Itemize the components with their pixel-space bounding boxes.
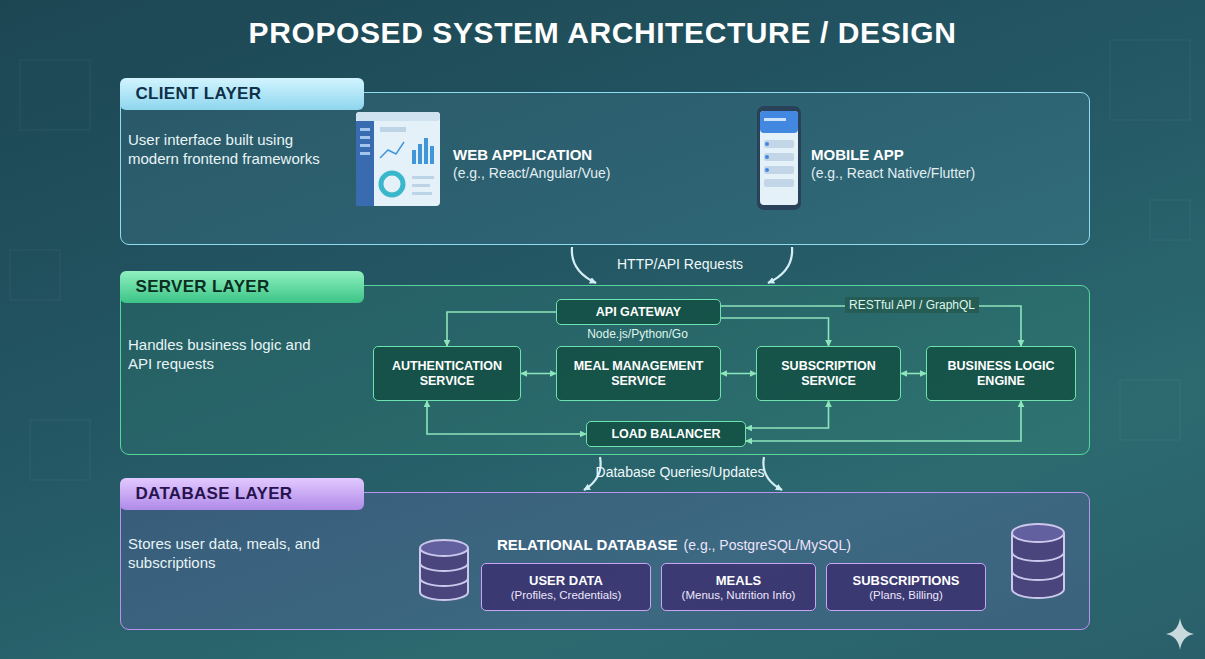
sparkle-mark	[1166, 618, 1194, 650]
box-title: AUTHENTICATION SERVICE	[380, 359, 514, 389]
box-title: MEAL MANAGEMENT SERVICE	[563, 359, 714, 389]
service-box: SUBSCRIPTION SERVICE	[756, 346, 901, 401]
database-heading: RELATIONAL DATABASE	[497, 536, 678, 553]
data-table-box: MEALS(Menus, Nutrition Info)	[661, 563, 816, 611]
box-title: MEALS	[716, 573, 762, 588]
layer-band: DATABASE LAYERStores user data, meals, a…	[120, 492, 1090, 630]
connector-arrow	[763, 457, 782, 490]
box-title: BUSINESS LOGIC ENGINE	[933, 359, 1069, 389]
box-title: API GATEWAY	[596, 305, 681, 320]
box-detail: (Plans, Billing)	[869, 589, 943, 601]
connector-arrow	[768, 247, 792, 283]
diagram-title: PROPOSED SYSTEM ARCHITECTURE / DESIGN	[0, 16, 1205, 50]
layer-title: SERVER LAYER	[120, 271, 364, 303]
database-note: (e.g., PostgreSQL/MySQL)	[684, 537, 851, 553]
box-title: LOAD BALANCER	[611, 427, 720, 442]
runtime-note: Node.js/Python/Go	[555, 327, 720, 341]
connector-label: Database Queries/Updates	[592, 463, 769, 481]
connector-label: HTTP/API Requests	[613, 255, 747, 273]
box-detail: (Profiles, Credentials)	[511, 589, 622, 601]
layer-title: CLIENT LAYER	[120, 78, 364, 110]
data-table-box: SUBSCRIPTIONS(Plans, Billing)	[826, 563, 986, 611]
layer-band: SERVER LAYERHandles business logic and A…	[120, 285, 1090, 455]
service-box: MEAL MANAGEMENT SERVICE	[556, 346, 721, 401]
app-name: WEB APPLICATION	[453, 146, 703, 163]
data-table-box: USER DATA(Profiles, Credentials)	[481, 563, 651, 611]
framework-note: (e.g., React/Angular/Vue)	[453, 165, 703, 181]
box-title: USER DATA	[529, 573, 603, 588]
layer-description: Handles business logic and API requests	[128, 336, 333, 374]
box-detail: (Menus, Nutrition Info)	[682, 589, 796, 601]
service-box: API GATEWAY	[556, 299, 721, 325]
layer-title: DATABASE LAYER	[120, 478, 364, 510]
layer-description: Stores user data, meals, and subscriptio…	[128, 535, 333, 573]
label-row: RELATIONAL DATABASE (e.g., PostgreSQL/MyS…	[497, 536, 851, 553]
layer-band: CLIENT LAYERUser interface built using m…	[120, 92, 1090, 245]
connector-arrow	[572, 247, 596, 283]
client-app: MOBILE APP (e.g., React Native/Flutter)	[811, 133, 1071, 193]
box-title: SUBSCRIPTIONS	[853, 573, 960, 588]
service-box: LOAD BALANCER	[586, 421, 746, 447]
connector-arrow	[584, 457, 601, 490]
service-box: BUSINESS LOGIC ENGINE	[926, 346, 1076, 401]
service-box: AUTHENTICATION SERVICE	[373, 346, 521, 401]
framework-note: (e.g., React Native/Flutter)	[811, 165, 1071, 181]
connector-label: RESTful API / GraphQL	[845, 297, 979, 313]
box-title: SUBSCRIPTION SERVICE	[763, 359, 894, 389]
layer-description: User interface built using modern fronte…	[128, 131, 333, 169]
client-app: WEB APPLICATION (e.g., React/Angular/Vue)	[453, 133, 703, 193]
app-name: MOBILE APP	[811, 146, 1071, 163]
